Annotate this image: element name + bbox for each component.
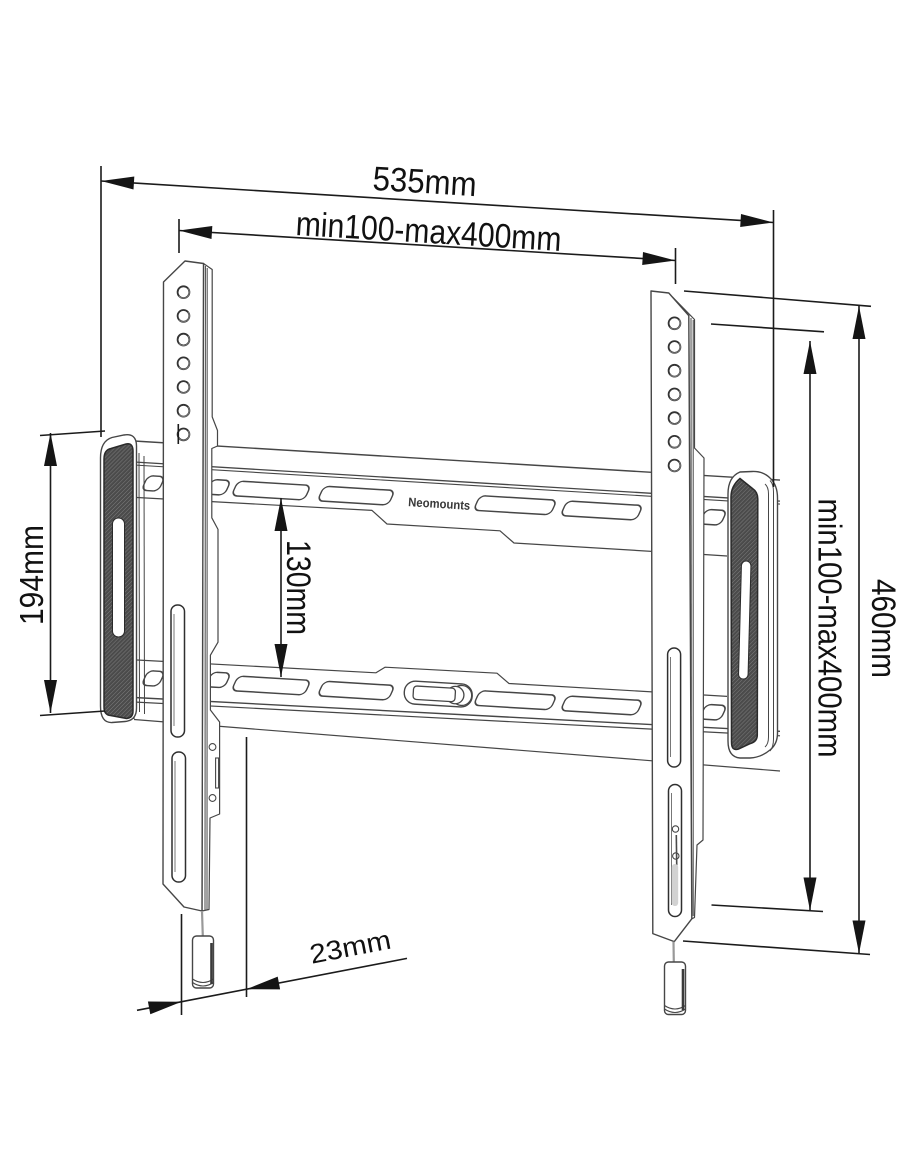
svg-text:min100-max400mm: min100-max400mm — [812, 499, 849, 758]
svg-text:Neomounts: Neomounts — [408, 495, 471, 513]
svg-text:535mm: 535mm — [372, 160, 478, 204]
svg-text:194mm: 194mm — [13, 525, 50, 625]
svg-text:460mm: 460mm — [864, 579, 902, 678]
svg-text:130mm: 130mm — [279, 540, 317, 635]
